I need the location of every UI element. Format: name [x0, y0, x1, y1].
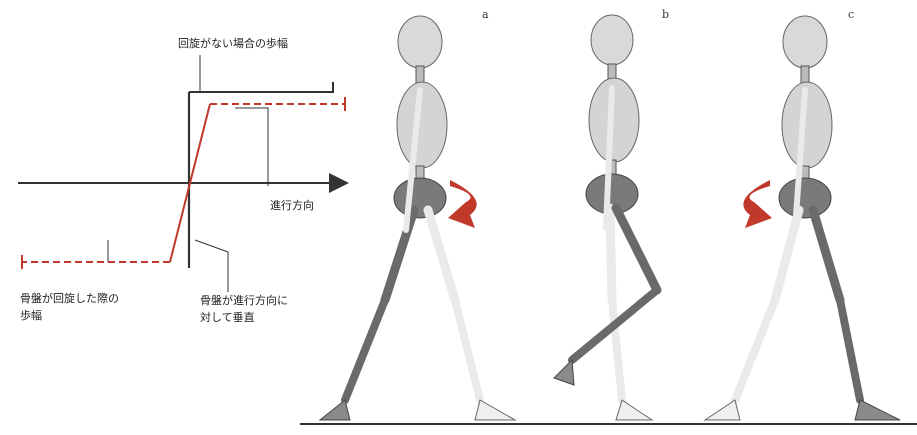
foot-swing-b: [554, 360, 574, 385]
figure-letter-a: a: [482, 8, 489, 21]
rotation-arrow-a: [448, 180, 477, 228]
femur-support-b: [610, 208, 612, 300]
femur-front-c: [813, 210, 840, 300]
femur-front-a: [428, 210, 455, 300]
rotation-arrow-c: [743, 180, 772, 228]
label-no-rotation-stride: 回旋がない場合の歩幅: [178, 36, 288, 52]
stride-graph: [18, 55, 345, 292]
skeleton-figure-c: [705, 16, 900, 420]
foot-back-c: [705, 400, 740, 420]
femur-swing-b: [616, 208, 657, 290]
tibia-front-a: [455, 300, 480, 400]
skeleton-figure-a: [320, 16, 515, 420]
foot-front-a: [475, 400, 515, 420]
leader-perpendicular: [195, 240, 228, 292]
skull-b: [591, 15, 633, 65]
cervical-spine-c: [801, 66, 809, 84]
cervical-spine-a: [416, 66, 424, 84]
no-rotation-stride-line: [189, 82, 333, 92]
label-pelvis-perpendicular-line2: 対して垂直: [200, 310, 255, 326]
skull-c: [783, 16, 827, 68]
label-walking-direction: 進行方向: [270, 198, 314, 214]
label-pelvis-perpendicular-line1: 骨盤が進行方向に: [200, 293, 288, 309]
leader-rotated-stride: [235, 108, 268, 186]
tibia-back-a: [345, 300, 385, 400]
tibia-front-c: [840, 300, 860, 400]
tibia-back-c: [735, 300, 775, 400]
pelvis-a: [394, 178, 446, 218]
label-pelvis-rotated-line2: 歩幅: [20, 308, 42, 324]
pelvis-c: [779, 178, 831, 218]
figure-letter-b: b: [662, 8, 669, 21]
figure-letter-c: c: [848, 8, 854, 21]
label-pelvis-rotated-line1: 骨盤が回旋した際の: [20, 291, 119, 307]
skull-a: [398, 16, 442, 68]
foot-front-c: [855, 400, 900, 420]
skeleton-figure-b: [554, 15, 657, 420]
foot-support-b: [616, 400, 652, 420]
foot-back-a: [320, 400, 350, 420]
